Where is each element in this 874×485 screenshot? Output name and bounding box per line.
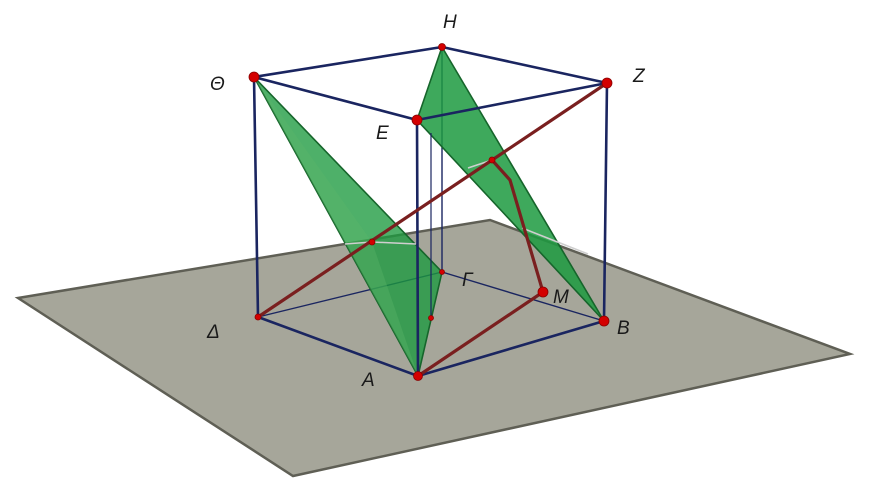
segment-delta-zeta bbox=[256, 81, 609, 319]
label-eta: Η bbox=[443, 12, 457, 33]
point-theta bbox=[248, 71, 260, 83]
ground-plane bbox=[14, 218, 855, 478]
point-intersection-3 bbox=[428, 315, 434, 321]
edge-zeta-epsilon bbox=[415, 81, 609, 122]
point-delta bbox=[254, 313, 262, 321]
edge-alpha-beta bbox=[416, 319, 606, 378]
point-intersection-1 bbox=[368, 238, 376, 246]
point-zeta bbox=[601, 77, 613, 89]
edge-gamma-beta bbox=[441, 271, 605, 322]
triangle-shading bbox=[254, 77, 418, 376]
edge-theta-eta bbox=[252, 45, 444, 79]
segment-alpha-mu bbox=[416, 290, 545, 378]
label-delta: Δ bbox=[206, 322, 220, 343]
point-mu bbox=[537, 286, 549, 298]
segment-mu-bend bbox=[490, 158, 545, 294]
point-intersection-2 bbox=[488, 156, 496, 164]
edge-eta-zeta bbox=[440, 45, 609, 85]
point-beta bbox=[598, 315, 610, 327]
label-gamma: Γ bbox=[462, 270, 474, 291]
edge-zeta-beta bbox=[602, 81, 609, 323]
point-epsilon bbox=[411, 114, 423, 126]
edge-theta-delta bbox=[252, 75, 260, 319]
point-eta bbox=[438, 43, 446, 51]
segments bbox=[256, 81, 609, 378]
hidden-line-2 bbox=[371, 241, 417, 245]
edge-delta-alpha bbox=[256, 315, 420, 378]
label-theta: Θ bbox=[210, 74, 225, 95]
cube-edges bbox=[252, 45, 609, 378]
triangle-theta-alpha-gamma bbox=[253, 76, 443, 379]
label-mu: Μ bbox=[553, 287, 569, 308]
hidden-line-4 bbox=[521, 227, 589, 255]
point-alpha bbox=[413, 371, 423, 381]
edge-epsilon-alpha bbox=[415, 118, 420, 378]
label-epsilon: Ε bbox=[376, 123, 389, 144]
vertex-labels: Η Θ Ζ Ε Γ Μ Δ Β Α bbox=[206, 12, 646, 391]
label-alpha: Α bbox=[361, 370, 375, 391]
label-zeta: Ζ bbox=[632, 66, 646, 87]
point-gamma bbox=[439, 269, 445, 275]
vertex-points bbox=[248, 43, 613, 381]
edge-epsilon-theta bbox=[252, 75, 419, 122]
label-beta: Β bbox=[617, 318, 630, 339]
